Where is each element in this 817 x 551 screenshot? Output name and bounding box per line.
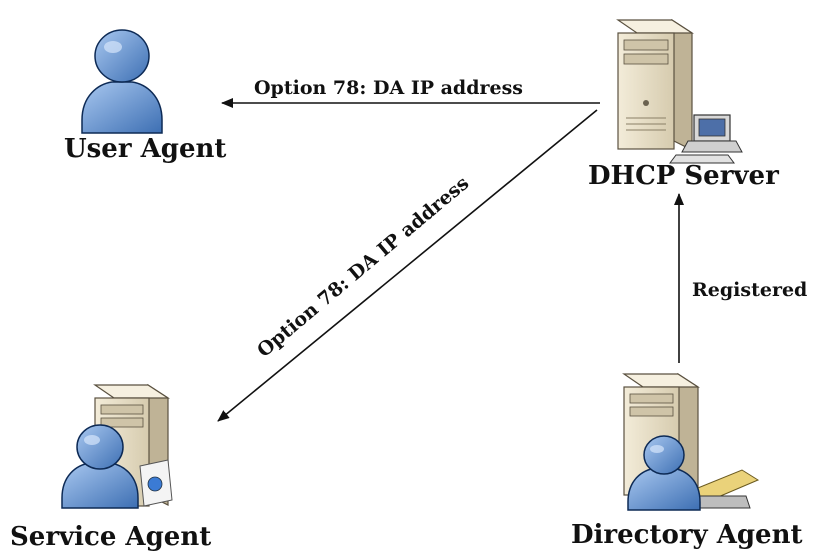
edge-dhcp-to-user-agent: Option 78: DA IP address <box>221 77 600 108</box>
edge-label-directory-to-dhcp: Registered <box>692 279 807 301</box>
node-user-agent: User Agent <box>64 29 226 164</box>
server-person-directory-icon <box>622 372 760 511</box>
server-person-icon <box>61 383 173 509</box>
node-label-service-agent: Service Agent <box>10 522 211 551</box>
person-icon <box>81 29 163 134</box>
node-label-dhcp-server: DHCP Server <box>588 161 779 191</box>
server-computer-icon <box>616 18 743 164</box>
node-label-user-agent: User Agent <box>64 134 226 164</box>
node-service-agent: Service Agent <box>10 383 211 551</box>
node-directory-agent: Directory Agent <box>571 372 803 550</box>
edge-directory-to-dhcp: Registered <box>674 193 807 363</box>
edge-dhcp-to-service-agent: Option 78: DA IP address <box>217 109 598 422</box>
node-dhcp-server: DHCP Server <box>588 18 779 191</box>
edge-label-dhcp-to-service-agent: Option 78: DA IP address <box>253 172 473 362</box>
arrow-dhcp-to-service-agent <box>217 109 598 422</box>
edge-label-dhcp-to-user-agent: Option 78: DA IP address <box>254 77 523 99</box>
node-label-directory-agent: Directory Agent <box>571 520 803 550</box>
